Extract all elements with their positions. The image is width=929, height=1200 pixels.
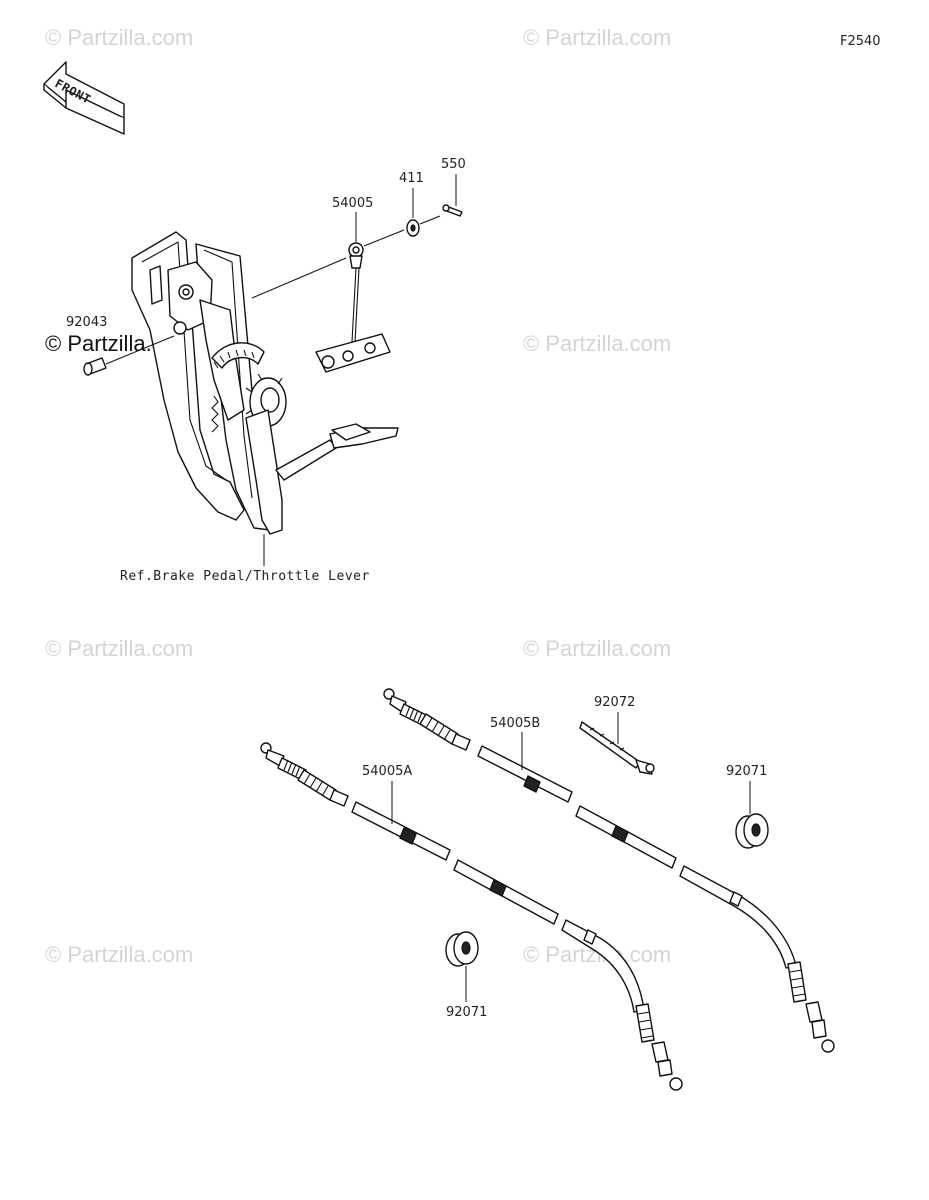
label-92071-upper: 92071 — [726, 764, 767, 779]
pin-92043 — [83, 335, 175, 376]
clamp-92072 — [579, 721, 655, 775]
figure-code: F2540 — [840, 34, 881, 49]
cable-54005A — [260, 742, 683, 1091]
cable-54005B — [383, 688, 835, 1053]
watermark-bottom-left: © Partzilla.com — [45, 942, 193, 967]
front-arrow-icon: FRONT — [43, 61, 125, 135]
cotter-pin-550 — [442, 204, 463, 217]
washer-411 — [406, 215, 441, 237]
watermark-top-center: © Partzilla.com — [523, 25, 671, 50]
grommet-92071-upper — [735, 813, 769, 849]
reference-note: Ref.Brake Pedal/Throttle Lever — [120, 569, 370, 584]
label-54005B: 54005B — [490, 716, 540, 731]
grommet-92071-lower — [445, 931, 479, 967]
watermark-lower-left: © Partzilla.com — [45, 636, 193, 661]
cable-joint-54005 — [251, 229, 405, 373]
label-550: 550 — [441, 157, 466, 172]
label-411: 411 — [399, 171, 424, 186]
watermark-mid-center: © Partzilla.com — [523, 331, 671, 356]
watermarks: © Partzilla.com © Partzilla.com © Partzi… — [45, 25, 671, 967]
label-92043: 92043 — [66, 315, 107, 330]
watermark-lower-center: © Partzilla.com — [523, 636, 671, 661]
label-92071-lower: 92071 — [446, 1005, 487, 1020]
label-54005: 54005 — [332, 196, 373, 211]
watermark-top-left: © Partzilla.com — [45, 25, 193, 50]
pedal-bracket-assembly — [131, 231, 399, 566]
label-54005A: 54005A — [362, 764, 412, 779]
label-92072: 92072 — [594, 695, 635, 710]
